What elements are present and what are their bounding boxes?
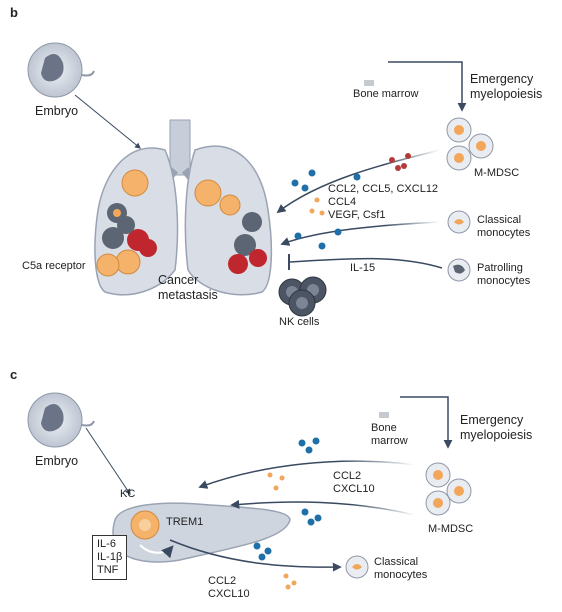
embryo-icon-c xyxy=(27,392,95,448)
mmdsc-arrow-b xyxy=(276,149,441,214)
patrolling-label-b: Patrolling monocytes xyxy=(477,262,531,287)
emergency-arrow-c xyxy=(400,396,453,449)
bone-marrow-label-b: Bone marrow xyxy=(353,88,419,100)
liver-to-monocytes-arrow xyxy=(169,539,342,572)
emergency-label-c: Emergency myelopoiesis xyxy=(460,413,533,442)
patrolling-arrow-b xyxy=(289,257,443,269)
kc-label: KC xyxy=(120,488,136,500)
il15-label: IL-15 xyxy=(350,262,376,274)
cytokines-bottom-label-c: CCL2 CXCL10 xyxy=(208,575,250,600)
embryo-arrow-b xyxy=(74,94,141,149)
mmdsc-arrow-c-bottom xyxy=(230,499,416,516)
patrolling-monocyte-b xyxy=(447,258,471,282)
embryo-label-c: Embryo xyxy=(35,454,79,468)
cytokine-dots-c xyxy=(253,437,322,590)
nk-cells xyxy=(278,276,327,317)
mmdsc-label-c: M-MDSC xyxy=(428,523,474,535)
cancer-label: Cancer metastasis xyxy=(158,273,218,302)
tumor-cells-b xyxy=(96,169,267,277)
mmdsc-cells-c xyxy=(425,462,472,516)
classical-monocyte-c xyxy=(345,555,369,579)
embryo-label-b: Embryo xyxy=(35,104,79,118)
panel-label-c: c xyxy=(10,367,18,382)
trem1-label: TREM1 xyxy=(166,516,204,528)
bone-icon-c xyxy=(379,412,389,418)
classical-arrow-b xyxy=(280,221,441,246)
emergency-arrow-b xyxy=(388,61,467,112)
nk-label: NK cells xyxy=(279,316,320,328)
bone-icon-b xyxy=(364,80,374,86)
cytokines-label-b: CCL2, CCL5, CXCL12 CCL4 VEGF, Csf1 xyxy=(328,183,439,221)
cytokine-dots-b xyxy=(291,153,411,250)
cytokines-top-label-c: CCL2 CXCL10 xyxy=(333,470,375,495)
embryo-arrow-c xyxy=(85,427,131,495)
mmdsc-cells-b xyxy=(446,117,494,171)
classical-label-c: Classical monocytes xyxy=(374,556,428,581)
c5a-label: C5a receptor xyxy=(22,260,86,272)
liver-curved-arrow xyxy=(139,544,174,559)
cytokine-box: IL-6 IL-1β TNF xyxy=(92,535,128,580)
embryo-icon-b xyxy=(27,42,95,98)
emergency-label-b: Emergency myelopoiesis xyxy=(470,72,543,101)
kupffer-cell xyxy=(130,510,160,540)
bone-marrow-label-c: Bone marrow xyxy=(371,422,408,447)
mmdsc-arrow-c-top xyxy=(198,460,416,489)
classical-monocyte-b xyxy=(447,210,471,234)
classical-label-b: Classical monocytes xyxy=(477,214,531,239)
panel-label-b: b xyxy=(10,5,18,20)
mmdsc-label-b: M-MDSC xyxy=(474,167,520,179)
